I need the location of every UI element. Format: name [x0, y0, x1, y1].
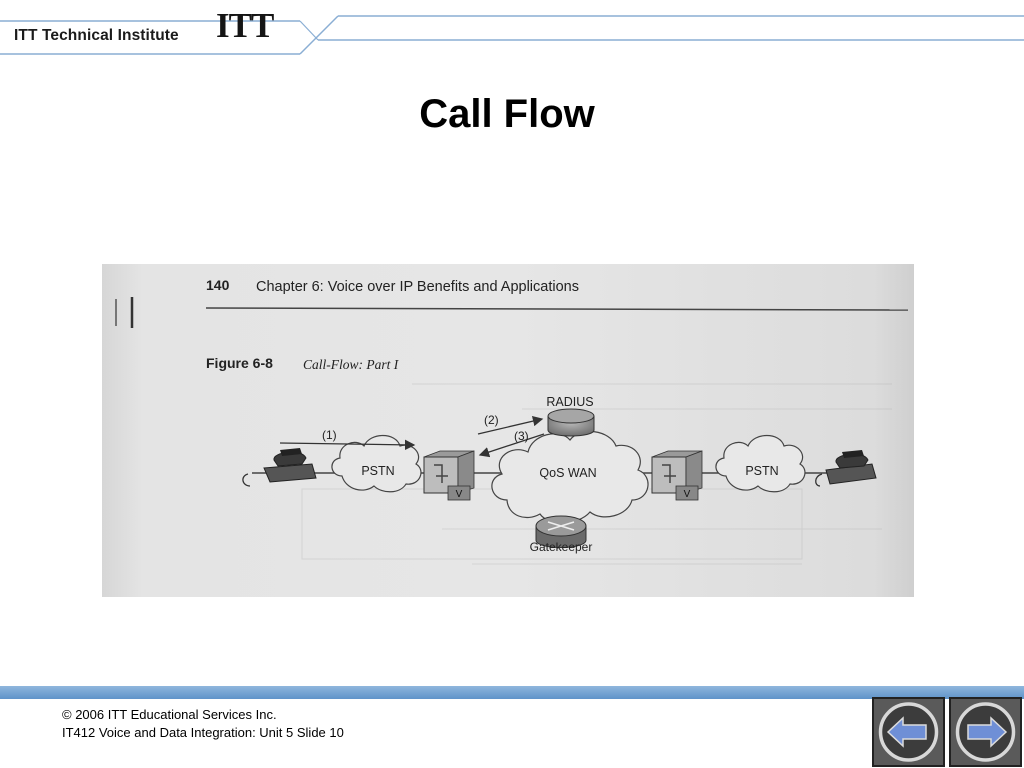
footer-bar [0, 686, 1024, 699]
figure-label: Figure 6-8 [206, 355, 273, 371]
figure-caption: Call-Flow: Part I [303, 357, 400, 372]
step-2-label: (2) [484, 413, 499, 427]
figure-scan: 140 Chapter 6: Voice over IP Benefits an… [102, 264, 914, 597]
gateway-right-icon: V [651, 450, 703, 501]
gatekeeper-label: Gatekeeper [530, 540, 593, 554]
pstn-left-label: PSTN [361, 464, 394, 478]
step-1-label: (1) [322, 428, 337, 442]
header-decoration [0, 15, 1024, 55]
copyright-text: © 2006 ITT Educational Services Inc. [62, 707, 277, 722]
page-number: 140 [206, 277, 230, 293]
qos-wan-label: QoS WAN [539, 466, 596, 480]
arrow-right-icon [955, 702, 1016, 762]
gateway-left-icon: V [423, 450, 475, 501]
institute-name: ITT Technical Institute [14, 27, 179, 44]
footer-text: © 2006 ITT Educational Services Inc. IT4… [62, 706, 344, 742]
course-info-text: IT412 Voice and Data Integration: Unit 5… [62, 725, 344, 740]
step-3-label: (3) [514, 429, 529, 443]
arrow-left-icon [878, 702, 939, 762]
pstn-right-label: PSTN [745, 464, 778, 478]
gateway-left-v: V [456, 489, 463, 500]
telephone-left-icon [242, 448, 317, 487]
radius-server-icon: RADIUS [546, 395, 595, 437]
gatekeeper-router-icon: Gatekeeper [530, 515, 593, 554]
slide-title: Call Flow [419, 92, 595, 136]
itt-logo: ITT [216, 6, 274, 45]
radius-label: RADIUS [546, 395, 593, 409]
next-slide-button[interactable] [949, 697, 1022, 767]
pstn-cloud-right: PSTN [715, 434, 806, 493]
previous-slide-button[interactable] [872, 697, 945, 767]
telephone-right-icon [815, 450, 877, 487]
chapter-heading: Chapter 6: Voice over IP Benefits and Ap… [256, 279, 579, 295]
gateway-right-v: V [684, 489, 691, 500]
qos-wan-cloud: QoS WAN [491, 430, 649, 524]
pstn-cloud-left: PSTN [331, 434, 422, 493]
